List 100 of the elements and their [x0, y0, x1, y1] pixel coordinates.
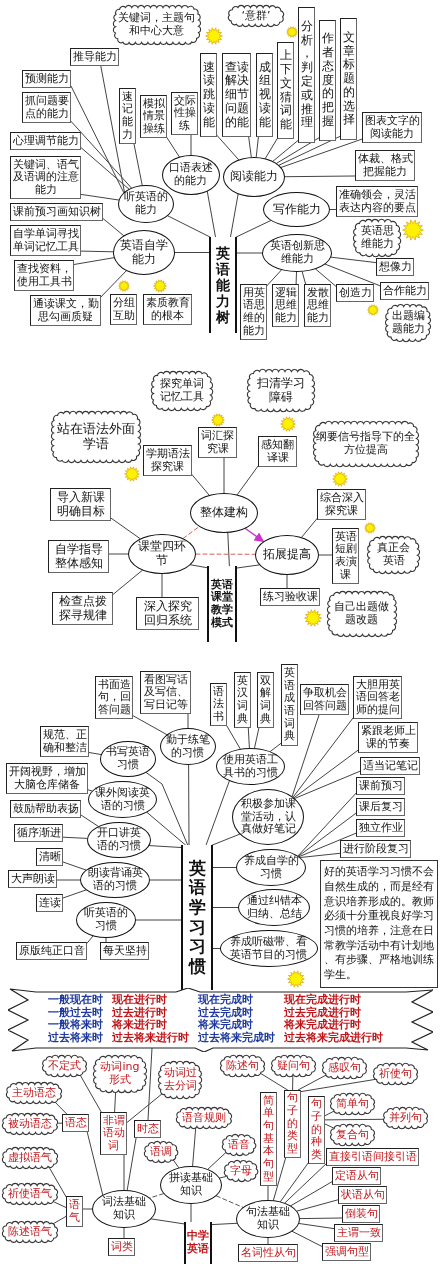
connector-line	[114, 1091, 117, 1113]
thought-cloud: 并列句	[381, 1106, 430, 1130]
tree-trunk: 英语课堂教学模式	[207, 566, 237, 642]
connector-line	[70, 120, 132, 189]
topic-box: 用英语思维的能力	[240, 284, 267, 340]
topic-box: 学期语法探究课	[143, 445, 192, 476]
thought-cloud: ‘意群’	[226, 4, 286, 28]
connector-line	[73, 257, 115, 265]
connector-line	[272, 140, 299, 162]
connector-line	[192, 1127, 197, 1167]
connector-line	[330, 256, 377, 264]
topic-box: 定语从句	[332, 1167, 381, 1185]
topic-ellipse: 积极参加课堂活动，认真做好笔记	[232, 789, 304, 845]
connector-line	[123, 1227, 125, 1239]
connector-line	[212, 948, 221, 949]
connector-line	[212, 907, 239, 908]
connector-line	[247, 727, 250, 749]
connector-line	[276, 137, 320, 164]
topic-box: 看图写话及写信、写日记等	[140, 671, 191, 714]
thought-cloud: 疑问句	[269, 1054, 318, 1078]
thought-cloud: 扫清学习障碍	[246, 368, 316, 413]
connector-line	[80, 814, 99, 827]
topic-box: 上下文猜词能	[277, 42, 294, 139]
topic-ellipse: 阅读能力	[223, 157, 285, 197]
tense-name: 过去将来时	[48, 1031, 103, 1044]
topic-ellipse: 英语自学能力	[113, 230, 175, 275]
topic-ellipse: 拓展提高	[255, 535, 319, 575]
connector-line	[235, 220, 272, 238]
tense-name: 一般过去时	[48, 1006, 103, 1019]
topic-ellipse: 通过纠错本归纳、总结	[238, 889, 310, 926]
topic-box: 分组互助	[110, 294, 137, 325]
topic-box: 自学指导整体感知	[48, 540, 109, 573]
topic-box: 循序渐进	[14, 824, 63, 842]
tense-name: 过去完成进行时	[284, 1006, 362, 1019]
topic-box: 抓问题要点的能力	[22, 92, 71, 123]
topic-box: 课前预习	[356, 777, 405, 795]
connector-line	[102, 218, 125, 237]
connector-line	[264, 138, 278, 159]
thought-cloud: 语调	[142, 1140, 180, 1164]
thought-cloud: 不定式	[40, 1054, 89, 1078]
topic-box: 逻辑思维能力	[272, 284, 299, 327]
thought-cloud: 纲要信号指导下的全方位提高	[312, 420, 420, 468]
topic-box: 词类	[108, 1238, 135, 1256]
connector-line	[324, 1118, 384, 1121]
connector-line	[126, 1137, 137, 1191]
topic-box: 关键词、语气及语调的注意能力	[10, 156, 81, 199]
connector-line	[226, 725, 241, 750]
tense-name: 一般将来时	[48, 1019, 103, 1031]
topic-box: 成组视读能	[256, 53, 273, 137]
thought-cloud: 出题编题能力	[384, 303, 432, 343]
connector-line	[301, 518, 318, 538]
connector-line	[254, 727, 260, 749]
thought-cloud: 祈使句	[371, 1062, 420, 1086]
topic-ellipse: 开口讲英语的习惯	[87, 822, 151, 858]
topic-box: 语气	[66, 1196, 83, 1227]
topic-box: 状语从句	[338, 1186, 387, 1204]
topic-box: 文章标题的选择	[340, 18, 357, 140]
topic-box: 交际性操练	[171, 92, 198, 135]
thought-cloud: 被动语态	[0, 1112, 60, 1136]
connector-line	[296, 1199, 339, 1212]
connector-line	[70, 85, 125, 193]
connector-line	[100, 270, 127, 298]
connector-line	[87, 789, 93, 792]
tree-trunk: 中学英语	[184, 1222, 212, 1264]
connector-line	[86, 1131, 104, 1196]
topic-box: 创造力	[336, 284, 374, 302]
connector-line	[166, 137, 180, 158]
connector-line	[161, 573, 163, 598]
connector-line	[86, 935, 94, 944]
topic-ellipse: 使用英语工具书的习惯	[216, 748, 285, 785]
connector-line	[223, 457, 225, 494]
thought-cloud: 探究单词记忆工具	[150, 370, 214, 412]
tense-name: 过去将来完成进行时	[284, 1031, 383, 1044]
dashed-line	[195, 553, 256, 555]
topic-box: 预测能力	[22, 70, 71, 88]
topic-box: 强调句型	[322, 1243, 371, 1261]
topic-ellipse: 词法基础知识	[92, 1190, 156, 1228]
connector-line	[290, 1181, 333, 1207]
topic-box: 直接引语间接引语	[326, 1148, 419, 1166]
topic-box: 原版纯正口音	[16, 942, 87, 960]
connector-line	[280, 138, 363, 168]
topic-box: 时态	[134, 1120, 161, 1138]
note-box: 好的英语学习习惯不会自然生成的，而是经有意识培养形成的。教师必须十分重视良好学习习惯的培养，注意在日常教学活动中有计划地、有步骤、严格地训练学生。	[320, 860, 438, 988]
connector-line	[79, 1073, 102, 1113]
topic-box: 名词性从句	[238, 1244, 298, 1262]
tense-name: 过去将来进行时	[112, 1031, 189, 1044]
thought-cloud: 语音规则	[174, 1106, 234, 1130]
connector-line	[292, 717, 354, 798]
connector-line	[212, 867, 237, 868]
topic-box: 语态	[62, 1114, 89, 1132]
topic-box: 句子的类型	[284, 1090, 301, 1158]
topic-box: 鼓励帮助表扬	[10, 800, 81, 818]
topic-box: 语法书	[210, 683, 227, 726]
topic-box: 推导能力	[70, 48, 119, 66]
connector-line	[324, 1123, 335, 1129]
topic-box: 英汉词典	[234, 672, 251, 728]
tense-name: 过去将来完成时	[198, 1031, 275, 1044]
topic-box: 大胆用英语回答老师的提问	[353, 676, 402, 719]
topic-box: 书面造句，回答问题	[95, 676, 133, 719]
connector-line	[267, 1237, 269, 1245]
